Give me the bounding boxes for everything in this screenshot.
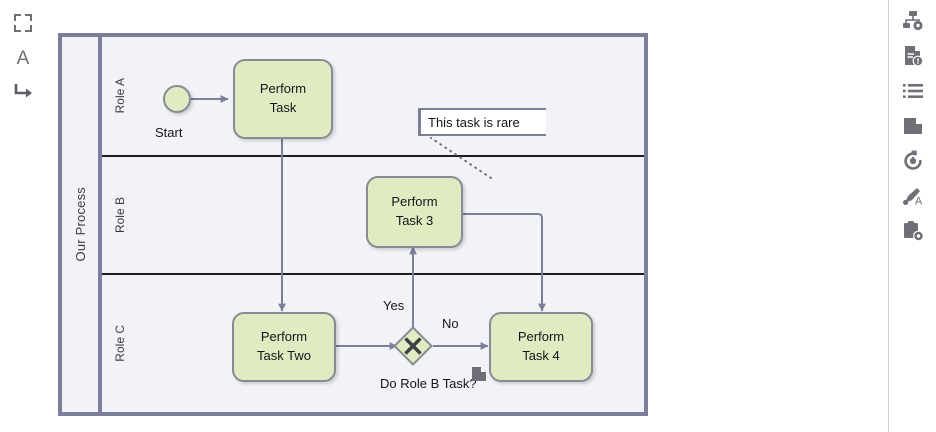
- process-settings-button[interactable]: [896, 6, 930, 36]
- start-event[interactable]: [163, 85, 191, 113]
- process-settings-icon: [902, 10, 924, 32]
- exclusive-gateway[interactable]: [393, 326, 433, 366]
- lane-header-role-a[interactable]: Role A: [102, 37, 138, 155]
- text-tool-icon: A: [13, 47, 33, 67]
- right-toolbar: A: [888, 0, 936, 432]
- annotate-button[interactable]: A: [896, 181, 930, 211]
- document-marker-icon[interactable]: [471, 366, 487, 387]
- task-perform-task-3-text: Perform Task 3: [391, 193, 437, 231]
- history-icon: [902, 150, 924, 172]
- start-event-label: Start: [155, 125, 183, 140]
- flow-task3-to-task4: [463, 213, 546, 312]
- fit-to-screen-icon: [13, 13, 33, 33]
- lane-container: Role A Role B Role C: [102, 37, 644, 412]
- bpmn-diagram: Our Process Role A Role B Role C: [46, 0, 889, 432]
- svg-text:A: A: [914, 196, 922, 208]
- svg-text:A: A: [17, 48, 30, 67]
- pool-our-process[interactable]: Our Process Role A Role B Role C: [58, 33, 648, 416]
- task-line-2: Task Two: [257, 348, 311, 363]
- page-icon: [902, 115, 924, 137]
- lane-header-role-c[interactable]: Role C: [102, 275, 138, 412]
- annotate-icon: A: [902, 185, 924, 207]
- lane-label-role-b: Role B: [113, 196, 127, 234]
- flow-label-yes: Yes: [383, 298, 405, 313]
- connector-tool-icon: [13, 81, 33, 101]
- page-button[interactable]: [896, 111, 930, 141]
- lane-role-a[interactable]: Role A: [102, 37, 644, 157]
- task-line-2: Task: [269, 100, 297, 115]
- task-line-2: Task 3: [395, 213, 434, 228]
- history-button[interactable]: [896, 146, 930, 176]
- document-info-button[interactable]: [896, 41, 930, 71]
- task-perform-task-text: Perform Task: [260, 80, 306, 118]
- lane-label-role-c: Role C: [113, 325, 127, 362]
- task-perform-task-two-text: Perform Task Two: [257, 328, 311, 366]
- text-annotation[interactable]: This task is rare: [418, 108, 546, 136]
- lane-label-role-a: Role A: [113, 78, 127, 114]
- clipboard-settings-button[interactable]: [896, 216, 930, 246]
- annotation-association: [430, 137, 492, 179]
- task-perform-task[interactable]: Perform Task: [233, 59, 333, 139]
- task-line-1: Perform: [259, 81, 307, 97]
- flow-label-no: No: [442, 316, 459, 331]
- list-icon: [902, 80, 924, 102]
- task-line-1: Perform: [260, 329, 308, 345]
- pool-name: Our Process: [72, 187, 88, 262]
- connector-layer: [191, 95, 546, 350]
- shape-layer: Start Perform Task Perform Task 3 Perfor…: [46, 0, 889, 432]
- task-line-1: Perform: [391, 194, 438, 210]
- document-info-icon: [902, 45, 924, 67]
- task-perform-task-4-text: Perform Task 4: [518, 328, 564, 366]
- list-button[interactable]: [896, 76, 930, 106]
- task-perform-task-3[interactable]: Perform Task 3: [366, 176, 463, 248]
- text-tool-button[interactable]: A: [6, 42, 40, 72]
- diagram-canvas[interactable]: Our Process Role A Role B Role C: [46, 0, 889, 432]
- text-annotation-text: This task is rare: [428, 114, 520, 130]
- connector-tool-button[interactable]: [6, 76, 40, 106]
- task-perform-task-two[interactable]: Perform Task Two: [232, 312, 336, 382]
- fit-to-screen-button[interactable]: [6, 8, 40, 38]
- pool-header[interactable]: Our Process: [62, 37, 102, 412]
- gateway-label: Do Role B Task?: [380, 376, 477, 391]
- lane-role-b[interactable]: Role B: [102, 157, 644, 275]
- left-toolbar: A: [0, 0, 47, 432]
- task-line-2: Task 4: [522, 348, 560, 363]
- clipboard-settings-icon: [902, 220, 924, 242]
- task-perform-task-4[interactable]: Perform Task 4: [489, 312, 593, 382]
- task-line-1: Perform: [517, 329, 565, 345]
- lane-header-role-b[interactable]: Role B: [102, 157, 138, 273]
